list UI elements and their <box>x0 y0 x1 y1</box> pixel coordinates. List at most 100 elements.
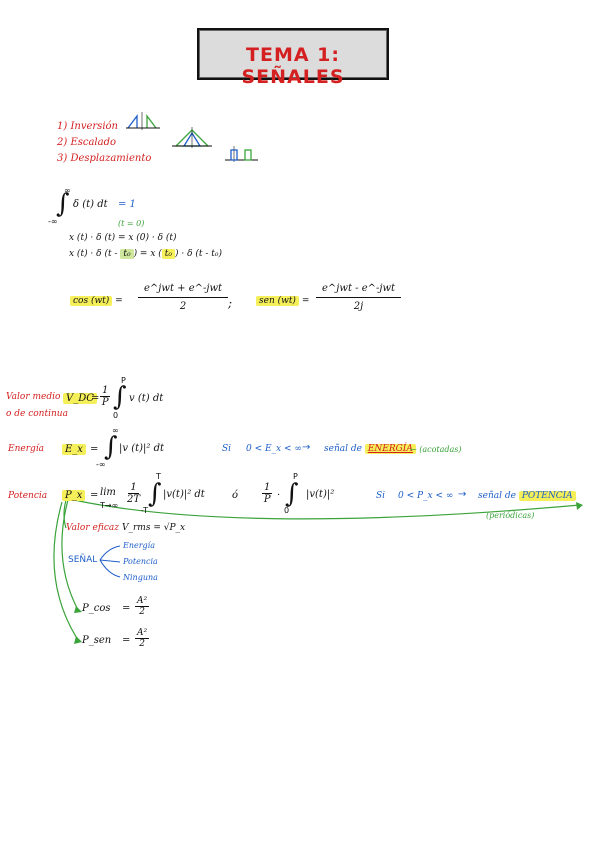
px-upper2: P <box>293 472 298 481</box>
delta-note: (t = 0) <box>118 219 145 228</box>
ex-result: señal de ENERGÍA <box>324 444 416 454</box>
delta-line2-t0-b: t₀ <box>161 249 176 259</box>
px-lower2: 0 <box>284 506 290 515</box>
px-symbol: P_x <box>62 490 86 501</box>
vdc-upper: P <box>121 376 126 385</box>
ex-note: ← (acotadas) <box>410 445 462 454</box>
delta-property-line2: x (t) · δ (t - t₀) = x (t₀) · δ (t - t₀) <box>69 249 222 259</box>
delta-upper: ∞ <box>64 186 71 195</box>
valor-medio-label2: o de continua <box>6 409 68 419</box>
euler-sen: sen (wt) = <box>256 296 309 306</box>
vdc-lower: 0 <box>113 411 119 420</box>
psen-equals: = <box>122 635 131 646</box>
sen-equals: = <box>301 296 310 306</box>
ex-symbol-text: E_x <box>62 444 86 455</box>
senal-branch-potencia: Potencia <box>123 557 158 566</box>
ex-result-prefix: señal de <box>324 444 362 454</box>
pcos-equals: = <box>122 603 131 614</box>
pcos-symbol: P_cos <box>82 603 111 614</box>
cos-equals: = <box>115 296 123 306</box>
px-arrow: → <box>458 489 467 500</box>
eficaz-formula: V_rms = √P_x <box>122 523 186 533</box>
vdc-integrand: v (t) dt <box>129 393 164 404</box>
vdc-frac-num: 1 <box>100 385 111 397</box>
senal-branch-ninguna: Ninguna <box>123 573 158 582</box>
cos-denominator: 2 <box>179 301 187 312</box>
cos-fraction: e^jwt + e^-jwt 2 <box>138 283 229 312</box>
senal-branch-energia: Energía <box>123 541 155 550</box>
psen-fraction: A² 2 <box>135 628 150 649</box>
delta-line2-part-b: ) = x ( <box>133 249 162 259</box>
valor-medio-label1: Valor medio <box>6 392 61 402</box>
px-frac2-num: 1 <box>262 482 273 494</box>
ex-upper: ∞ <box>112 426 119 435</box>
ex-integral-sign: ∫ <box>104 432 118 462</box>
px-integral-sign: ∫ <box>148 479 162 509</box>
psen-symbol: P_sen <box>82 635 112 646</box>
delta-lower: -∞ <box>48 217 58 226</box>
ex-condition: 0 < E_x < ∞ <box>246 444 302 454</box>
list-item-inversion-text: 1) Inversión <box>57 121 118 132</box>
list-item-inversion: 1) Inversión <box>57 121 118 132</box>
list-item-escalado: 2) Escalado <box>57 137 116 148</box>
vdc-fraction: 1 P <box>100 385 111 408</box>
ex-symbol: E_x <box>62 444 86 455</box>
list-item-desplazamiento: 3) Desplazamiento <box>57 153 151 164</box>
px-equals: = <box>90 490 99 501</box>
ex-integrand: |v (t)|² dt <box>119 443 164 454</box>
escalado-sketch-icon <box>172 127 212 148</box>
vdc-integral-sign: ∫ <box>113 382 127 412</box>
px-or: ó <box>232 490 239 501</box>
px-dot: · <box>277 490 281 501</box>
cos-numerator: e^jwt + e^-jwt <box>138 283 229 298</box>
delta-integral-sign: ∫ <box>56 189 70 219</box>
potencia-arrows <box>53 499 581 641</box>
px-fraction: 1 2T <box>127 482 140 505</box>
senal-branches <box>99 545 121 578</box>
list-item-escalado-text: 2) Escalado <box>57 137 117 148</box>
delta-line2-part-a: x (t) · δ (t - <box>69 249 121 259</box>
px-fraction2: 1 P <box>262 482 273 505</box>
px-result: señal de POTENCIA <box>478 491 576 501</box>
px-result-word: POTENCIA <box>518 491 576 501</box>
px-frac-num: 1 <box>128 482 139 494</box>
px-note: (periódicas) <box>486 511 535 520</box>
arrow-heads <box>74 502 583 644</box>
desplazamiento-sketch-icon <box>225 146 258 162</box>
pcos-den: 2 <box>139 607 145 617</box>
px-integrand: |v(t)|² dt <box>163 489 205 500</box>
sen-numerator: e^jwt - e^-jwt <box>316 283 402 298</box>
vdc-equals: = <box>91 393 100 404</box>
cos-label: cos (wt) <box>70 296 113 306</box>
eficaz-label: Valor eficaz <box>66 523 119 533</box>
ex-equals: = <box>90 444 99 455</box>
pcos-fraction: A² 2 <box>135 596 150 617</box>
vdc-symbol: V_DC <box>63 393 97 404</box>
px-symbol-text: P_x <box>62 490 86 501</box>
page-title: TEMA 1: SEÑALES <box>241 44 345 88</box>
delta-line2-t0-a: t₀ <box>120 249 134 259</box>
title-box: TEMA 1: SEÑALES <box>197 28 389 88</box>
psen-num: A² <box>135 628 150 639</box>
ex-arrow: → <box>302 442 311 453</box>
list-item-desplazamiento-text: 3) Desplazamiento <box>57 153 152 164</box>
inversion-sketch-icon <box>126 112 160 130</box>
euler-cos: cos (wt) = <box>70 296 123 306</box>
px-integrand2: |v(t)|² <box>306 489 335 500</box>
px-lim: lim <box>100 487 116 498</box>
px-condition: 0 < P_x < ∞ <box>398 491 454 501</box>
ex-si: Si <box>222 444 232 454</box>
sen-denominator: 2j <box>353 301 364 312</box>
delta-property-line1: x (t) · δ (t) = x (0) · δ (t) <box>69 233 177 243</box>
potencia-label: Potencia <box>8 491 48 501</box>
euler-separator: ; <box>228 296 233 310</box>
ex-lower: -∞ <box>96 460 106 469</box>
sen-fraction: e^jwt - e^-jwt 2j <box>316 283 402 312</box>
vdc-frac-den: P <box>101 397 109 408</box>
energia-label: Energía <box>8 444 44 454</box>
vdc-symbol-text: V_DC <box>63 393 97 404</box>
px-integral2-sign: ∫ <box>285 479 299 509</box>
delta-line2-part-c: ) · δ (t - t₀) <box>175 249 223 259</box>
px-si: Si <box>376 491 386 501</box>
